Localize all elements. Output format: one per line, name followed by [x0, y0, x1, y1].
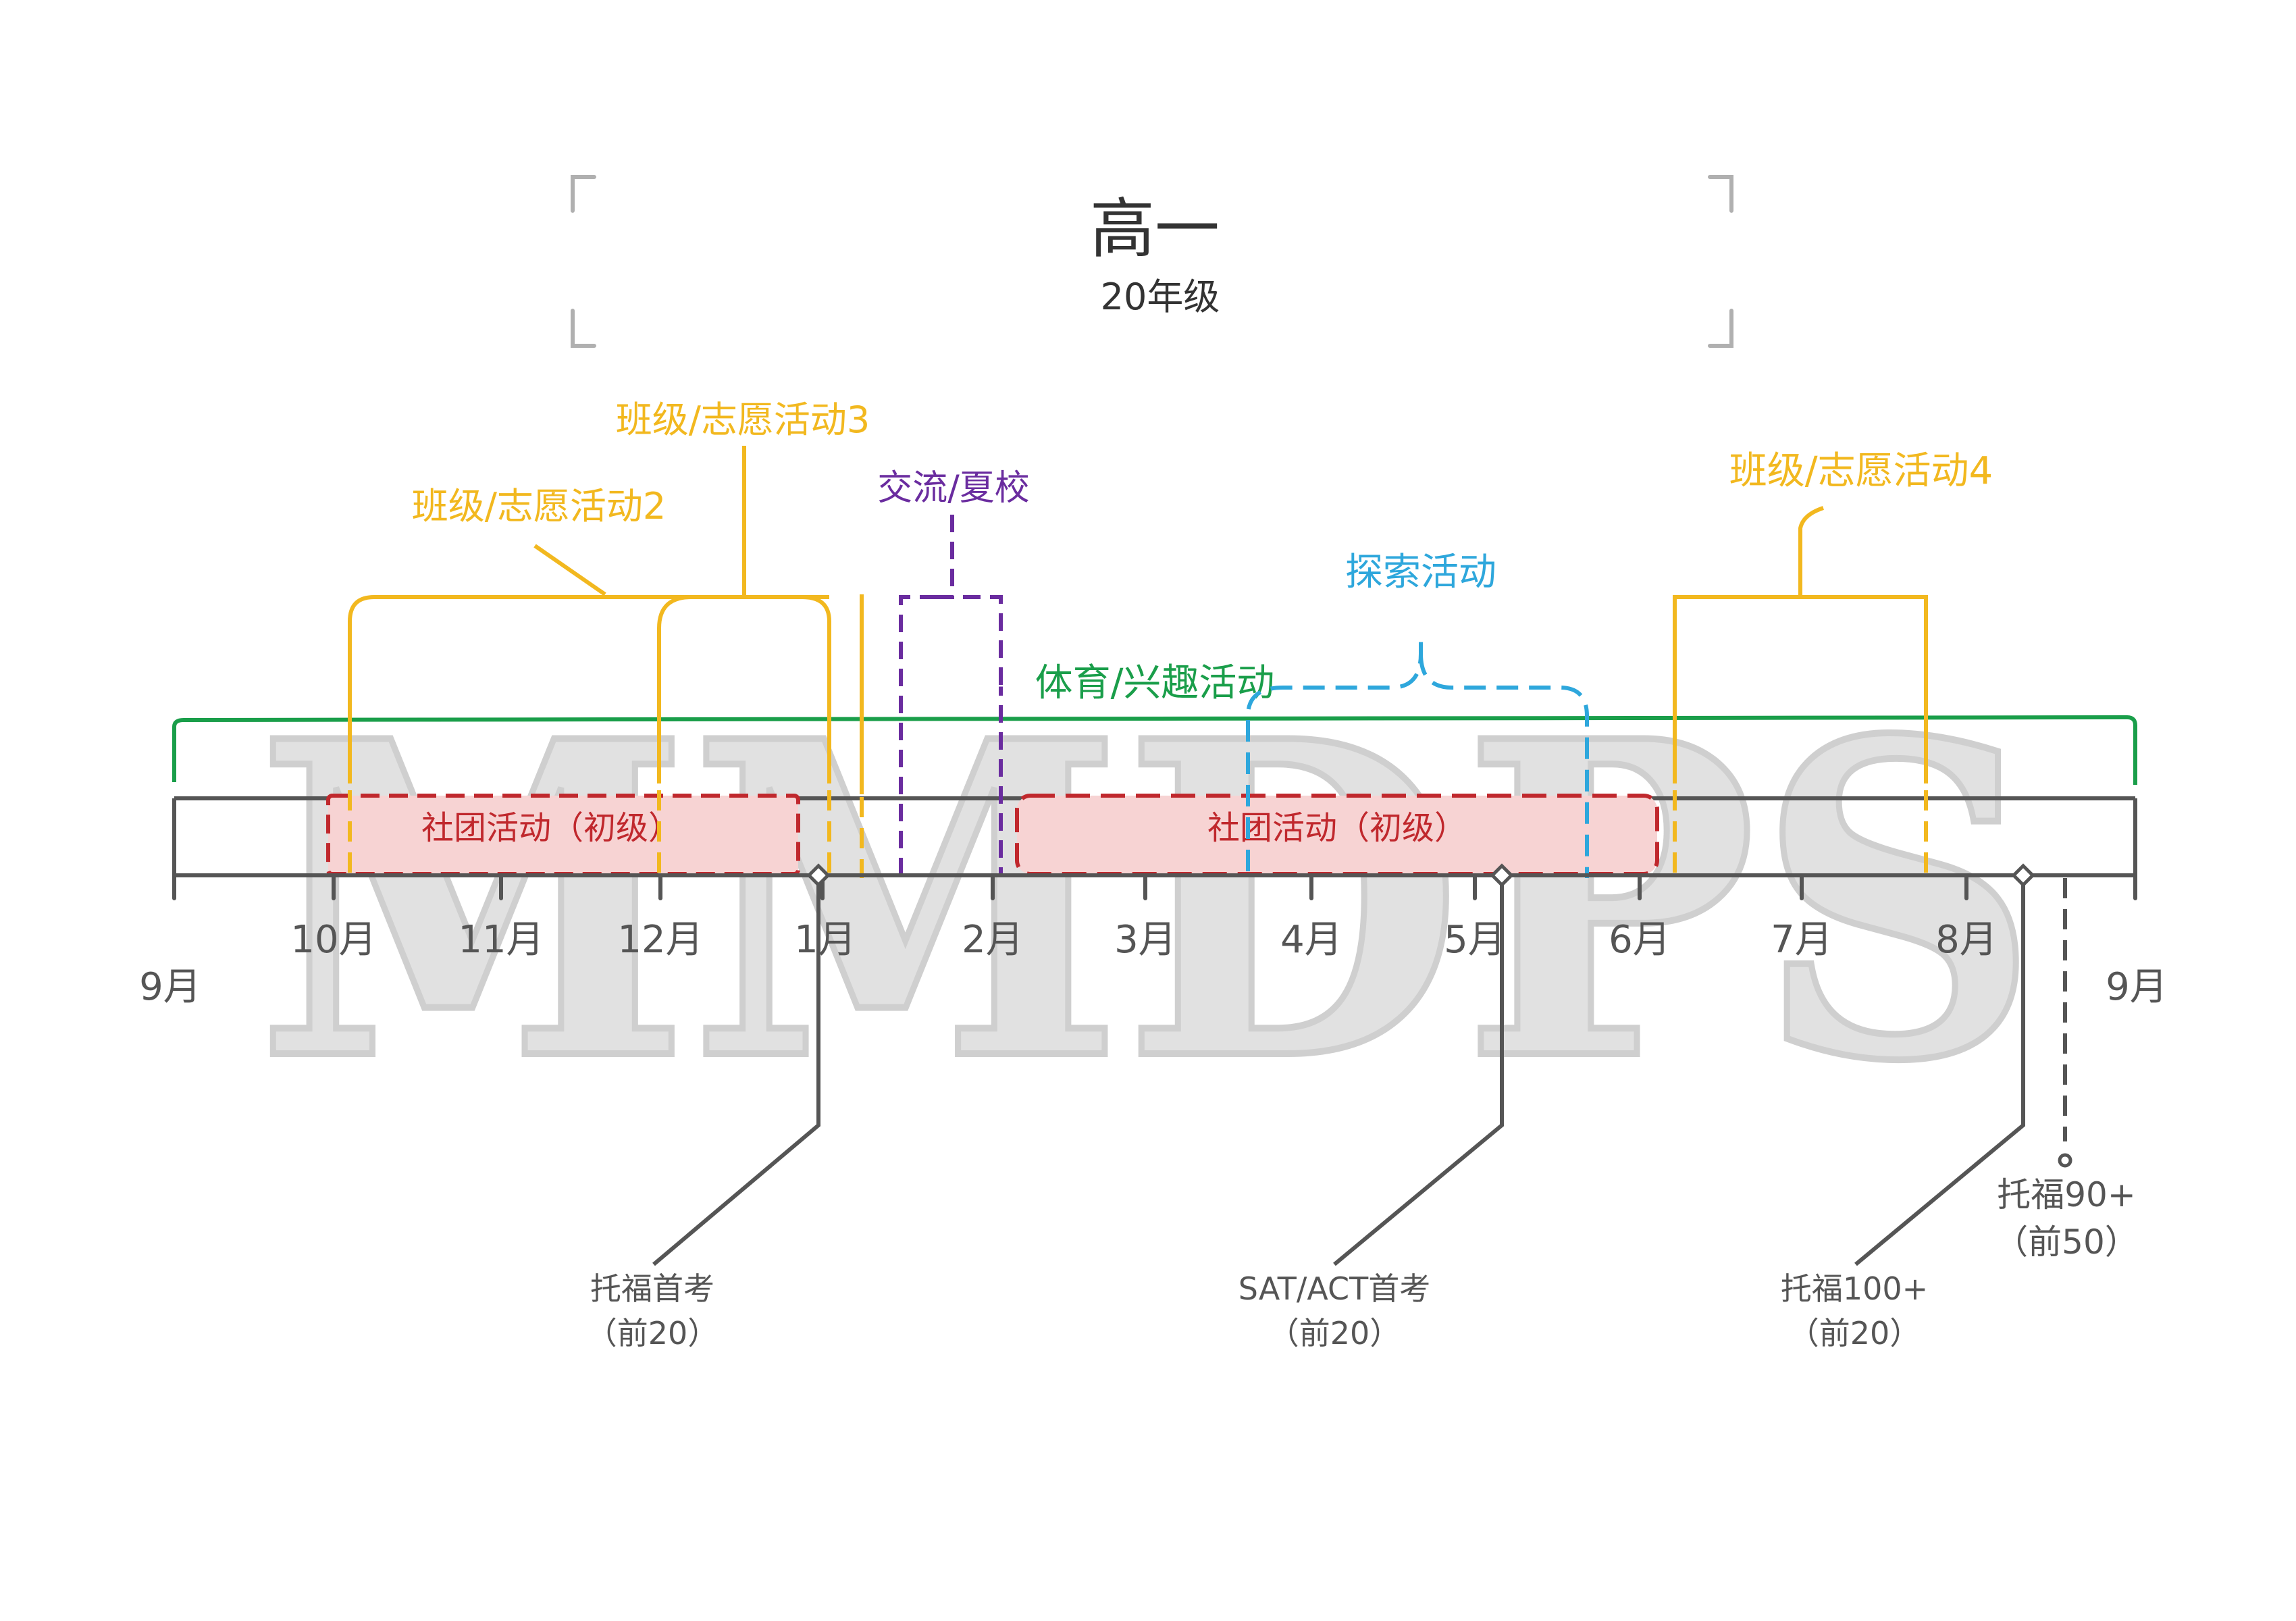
month-label: 12月	[617, 918, 703, 962]
exploration-label: 探索活动	[1345, 550, 1496, 594]
month-label: 2月	[962, 918, 1024, 962]
exploration-bracket	[1246, 632, 1589, 878]
milestone-toefl-100: 托福100+ （前20）	[1781, 863, 2035, 1352]
milestone-toefl-100-line1: 托福100+	[1781, 1270, 1928, 1307]
milestone-sat-act-first: SAT/ACT首考 （前20）	[1238, 863, 1514, 1352]
class-volunteer-2: 班级/志愿活动2	[348, 485, 832, 878]
month-label: 11月	[458, 918, 544, 962]
milestone-toefl-100-leader	[1854, 875, 2025, 1266]
class-volunteer-4: 班级/志愿活动4	[1673, 449, 1993, 878]
club-activity-1-label: 社团活动（初级）	[421, 809, 681, 847]
class-volunteer-4-label: 班级/志愿活动4	[1729, 449, 1993, 493]
exchange-summer: 交流/夏校	[877, 468, 1030, 875]
milestone-toefl-first-line2: （前20）	[586, 1315, 719, 1352]
page-title: 高一	[1090, 191, 1220, 267]
exchange-summer-pointer	[936, 513, 954, 599]
month-label: 7月	[1771, 918, 1833, 962]
milestone-toefl-100-marker	[2011, 863, 2035, 887]
milestone-sat-act-first-line2: （前20）	[1268, 1315, 1401, 1352]
milestone-toefl-90-marker	[2058, 1153, 2072, 1168]
month-label: 5月	[1444, 918, 1506, 962]
month-label: 1月	[794, 918, 856, 962]
class-volunteer-3-label: 班级/志愿活动3	[616, 398, 870, 441]
milestone-toefl-first-marker	[806, 863, 831, 887]
timeline-ticks	[172, 873, 2137, 900]
month-label: 10月	[290, 918, 376, 962]
month-label: 3月	[1114, 918, 1176, 962]
month-label: 4月	[1280, 918, 1342, 962]
month-label: 8月	[1935, 918, 1998, 962]
class-volunteer-2-bracket	[348, 595, 832, 783]
exploration: 探索活动	[1246, 550, 1589, 878]
milestone-toefl-first-leader	[652, 875, 820, 1266]
month-label: 9月	[2106, 965, 2168, 1009]
milestone-sat-act-first-marker	[1490, 863, 1514, 887]
club-activity-2: 社团活动（初级）	[1015, 794, 1659, 876]
class-volunteer-3: 班级/志愿活动3	[616, 398, 870, 878]
club-activity-2-bar	[1015, 794, 1659, 876]
watermark-text: MMDPS	[257, 648, 2039, 1156]
club-activity-1: 社团活动（初级）	[326, 794, 800, 876]
watermark: MMDPS	[253, 644, 2043, 1159]
milestone-toefl-100-line2: （前20）	[1788, 1315, 1921, 1352]
club-activity-2-label: 社团活动（初级）	[1207, 809, 1467, 847]
milestone-toefl-first-line1: 托福首考	[590, 1270, 714, 1307]
milestone-toefl-first: 托福首考 （前20）	[586, 863, 831, 1352]
title-frame-corner-br	[1708, 309, 1733, 348]
class-volunteer-2-label: 班级/志愿活动2	[412, 485, 667, 528]
class-volunteer-2-pointer	[533, 544, 606, 596]
milestone-toefl-90-line2: （前50）	[1994, 1223, 2139, 1262]
sports-interest-bracket	[172, 715, 2137, 785]
title-frame	[571, 175, 1733, 348]
month-label: 9月	[139, 965, 201, 1009]
class-volunteer-3-bracket	[657, 595, 831, 783]
milestone-sat-act-first-line1: SAT/ACT首考	[1238, 1270, 1430, 1307]
milestone-toefl-90: 托福90+ （前50）	[1994, 878, 2139, 1262]
milestone-toefl-90-line1: 托福90+	[1997, 1175, 2136, 1214]
exchange-summer-label: 交流/夏校	[877, 468, 1030, 509]
month-labels: 9月 10月 11月 12月 1月 2月 3月 4月 5月 6月 7月 8月 9月	[139, 918, 2168, 1009]
milestone-sat-act-first-leader	[1333, 875, 1504, 1266]
class-volunteer-4-pointer	[1798, 506, 1824, 597]
title-frame-corner-bl	[571, 309, 596, 348]
month-label: 6月	[1609, 918, 1671, 962]
page-subtitle: 20年级	[1101, 276, 1220, 318]
sports-interest-label: 体育/兴趣活动	[1035, 661, 1275, 705]
title-frame-corner-tr	[1708, 175, 1733, 213]
title-frame-corner-tl	[571, 175, 596, 213]
